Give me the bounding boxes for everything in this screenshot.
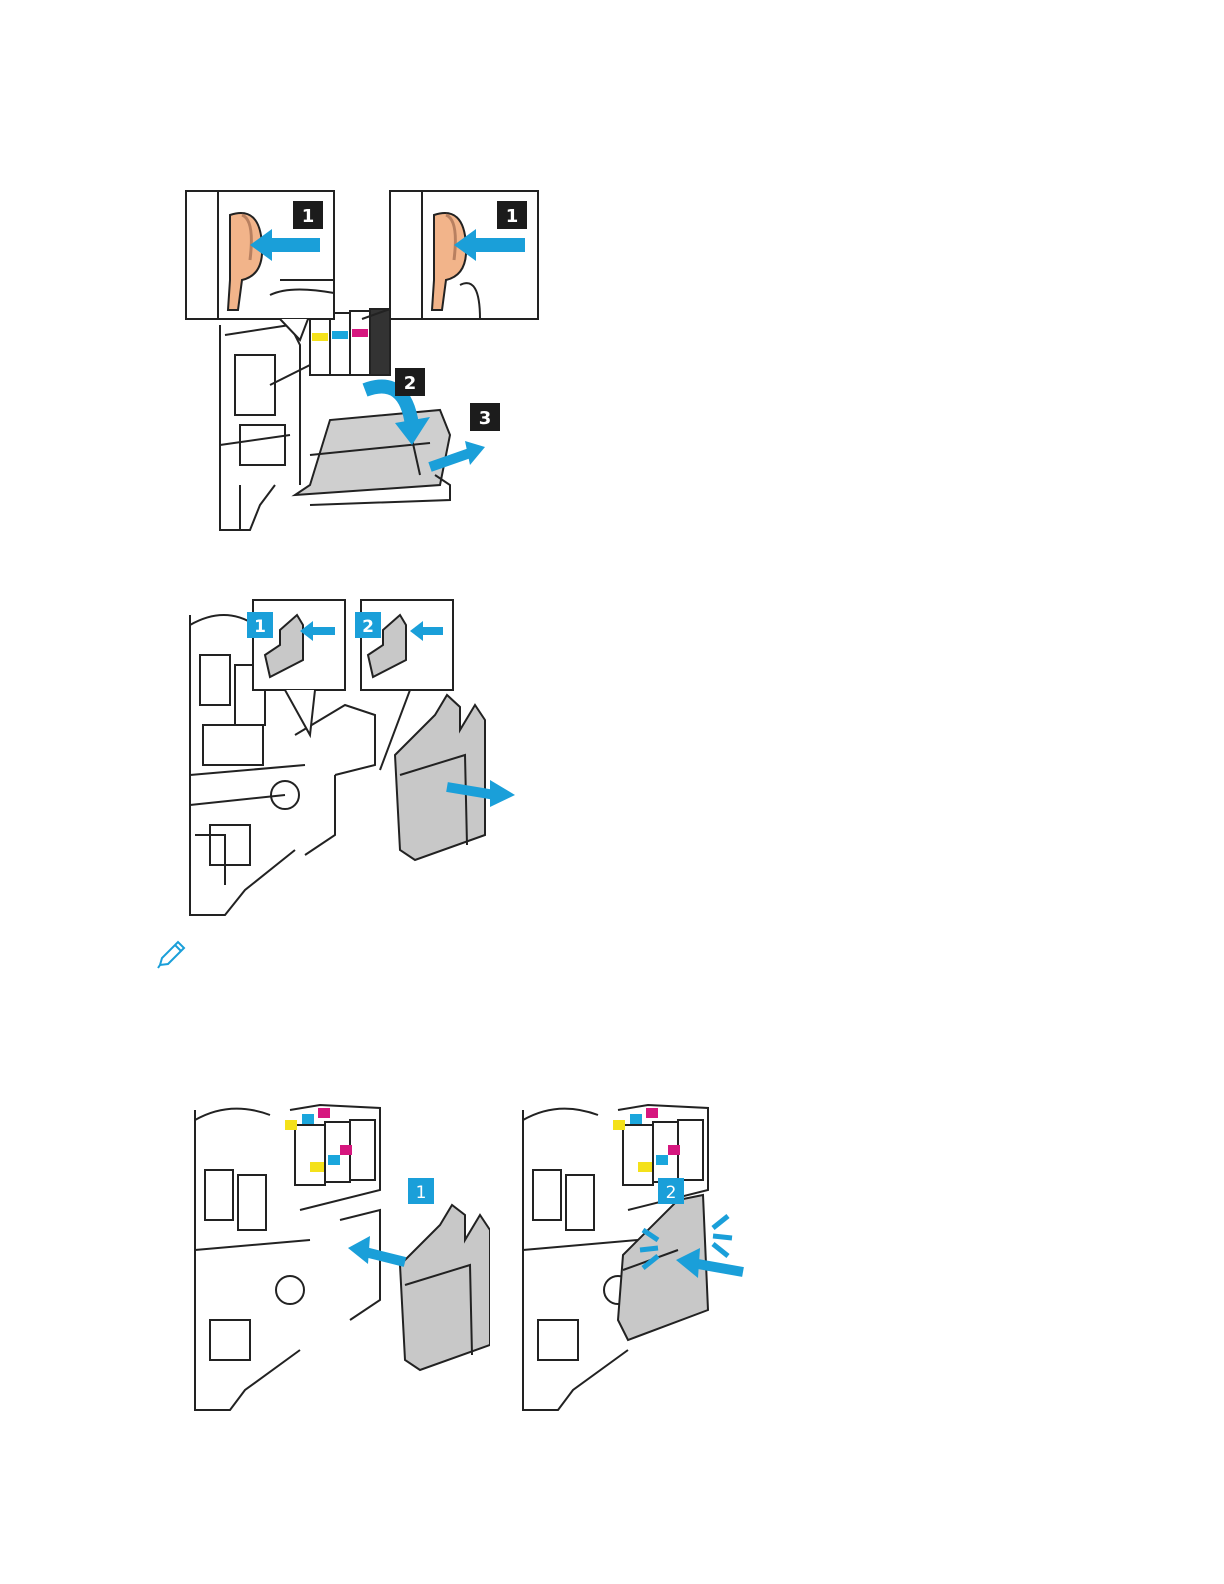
cyan-toner-mark [328,1155,340,1165]
svg-text:2: 2 [362,617,374,637]
svg-text:1: 1 [416,1183,427,1203]
callout-badge: 2 [658,1178,684,1204]
svg-text:1: 1 [302,206,315,227]
svg-text:1: 1 [506,206,519,227]
magenta-toner-mark [318,1108,330,1118]
magenta-toner-mark [646,1108,658,1118]
figure-insert-step-left: 1 [190,1100,490,1415]
yellow-toner-mark [285,1120,297,1130]
cyan-toner-mark [630,1114,642,1124]
pencil-note-icon [156,938,188,970]
waste-toner-container [400,1205,490,1370]
yellow-toner-mark [310,1162,324,1172]
callout-badge: 3 [470,403,500,431]
magenta-toner-mark [340,1145,352,1155]
figure-remove-step-unlock: 1 1 2 3 [180,185,550,535]
figure-insert-step-right: 2 [518,1100,758,1415]
magenta-toner-mark [668,1145,680,1155]
arrow-left-icon [348,1236,370,1264]
cyan-toner-mark [656,1155,668,1165]
yellow-toner-mark [312,333,328,341]
magenta-toner-mark [352,329,368,337]
callout-badge: 1 [293,201,323,229]
cyan-toner-mark [332,331,348,339]
cyan-toner-mark [302,1114,314,1124]
callout-badge: 1 [408,1178,434,1204]
callout-badge: 1 [497,201,527,229]
callout-badge: 2 [355,612,381,638]
callout-badge: 2 [395,368,425,396]
svg-text:2: 2 [404,373,417,394]
callout-badge: 1 [247,612,273,638]
yellow-toner-mark [613,1120,625,1130]
yellow-toner-mark [638,1162,652,1172]
waste-toner-container [395,695,485,860]
click-burst-icon [713,1216,732,1256]
svg-text:2: 2 [666,1183,677,1203]
arrow-right-icon [490,780,515,807]
figure-remove-step-pull: 1 2 [185,595,525,920]
svg-text:3: 3 [479,408,492,429]
arrow-right-icon [465,441,485,465]
waste-toner-tray [295,410,450,505]
svg-text:1: 1 [254,617,266,637]
